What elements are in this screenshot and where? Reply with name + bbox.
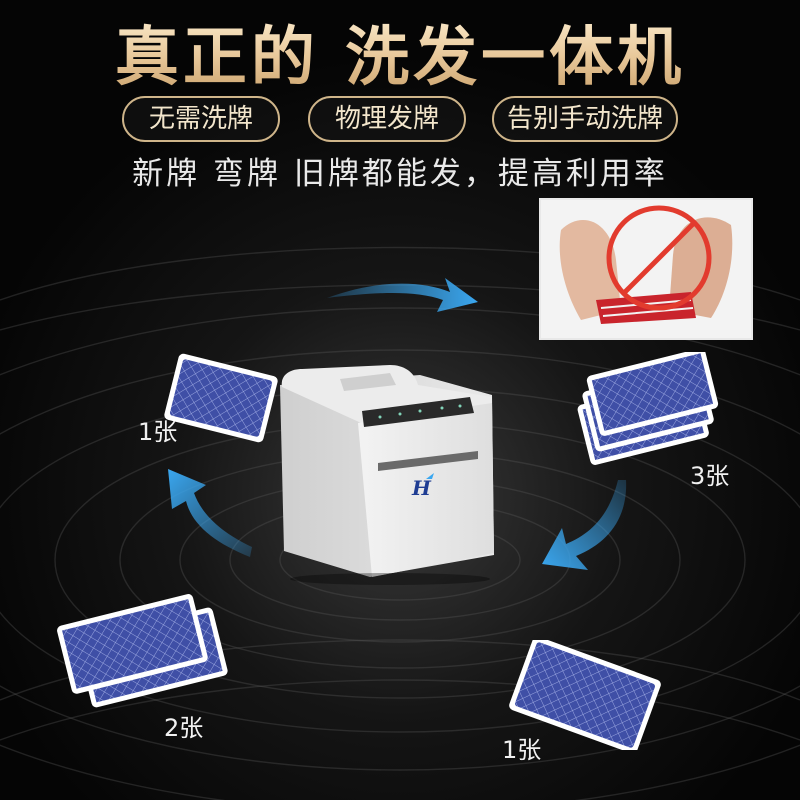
arrow-up-left	[168, 469, 252, 557]
arrow-down-left	[542, 480, 627, 570]
shuffler-machine: H	[280, 365, 494, 585]
hands-shuffling-illustration	[541, 200, 751, 338]
headline: 真正的 洗发一体机	[0, 6, 800, 98]
no-shuffle-sign-icon	[606, 205, 712, 311]
card-bottom-right	[509, 640, 661, 750]
count-label-bottom-right: 1张	[502, 736, 542, 764]
manual-shuffle-photo	[539, 198, 753, 340]
feature-pill-3: 告别手动洗牌	[492, 96, 678, 142]
count-label-bottom-left: 2张	[164, 714, 204, 742]
feature-pill-1: 无需洗牌	[122, 96, 280, 142]
arrow-to-photo	[327, 278, 478, 312]
feature-pill-2: 物理发牌	[308, 96, 466, 142]
subline: 新牌 弯牌 旧牌都能发，提高利用率	[132, 156, 668, 192]
count-label-top-left: 1张	[138, 418, 178, 446]
count-label-right: 3张	[690, 462, 730, 490]
cards-deck-three	[577, 352, 719, 465]
svg-text:H: H	[411, 476, 432, 500]
machine-logo-icon: H	[411, 473, 434, 500]
cards-deck-two	[57, 594, 228, 708]
card-top-left	[164, 353, 278, 443]
